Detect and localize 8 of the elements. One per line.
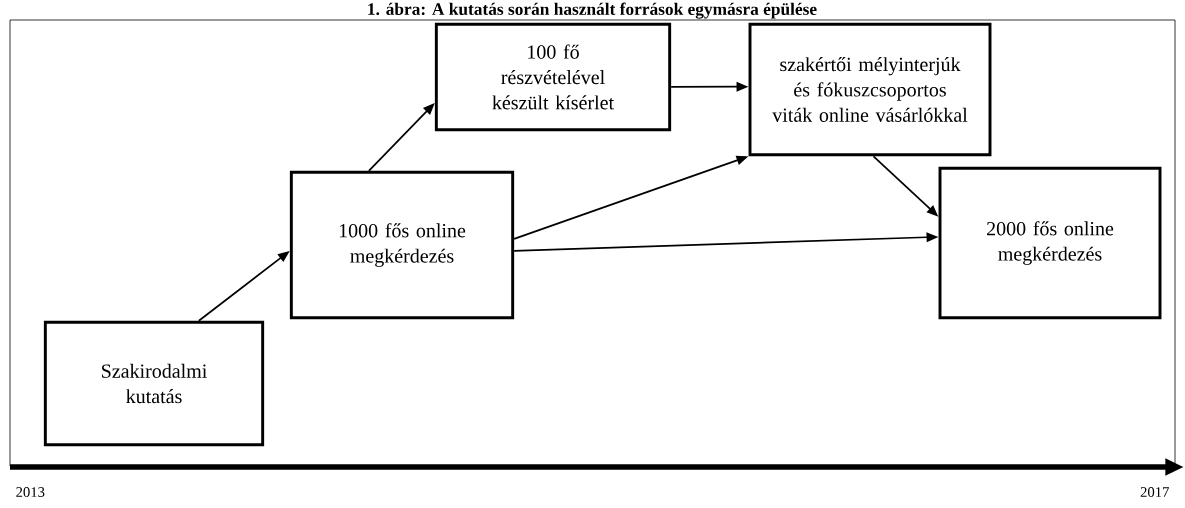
year-label: 2013 — [16, 487, 45, 497]
process-box: 100 fő részvételével készült kísérlet — [434, 22, 672, 132]
process-box: Szakirodalmi kutatás — [43, 320, 265, 447]
process-box: szakértői mélyinterjúk és fókuszcsoportos viták online vásárlókkal — [748, 22, 992, 157]
year-label: 2017 — [1140, 487, 1169, 497]
process-box: 1000 fős online megkérdezés — [289, 170, 515, 320]
process-box: 2000 fős online megkérdezés — [938, 166, 1162, 320]
title: 1. ábra: A kutatás során használt források egymásra épülése — [368, 2, 817, 19]
